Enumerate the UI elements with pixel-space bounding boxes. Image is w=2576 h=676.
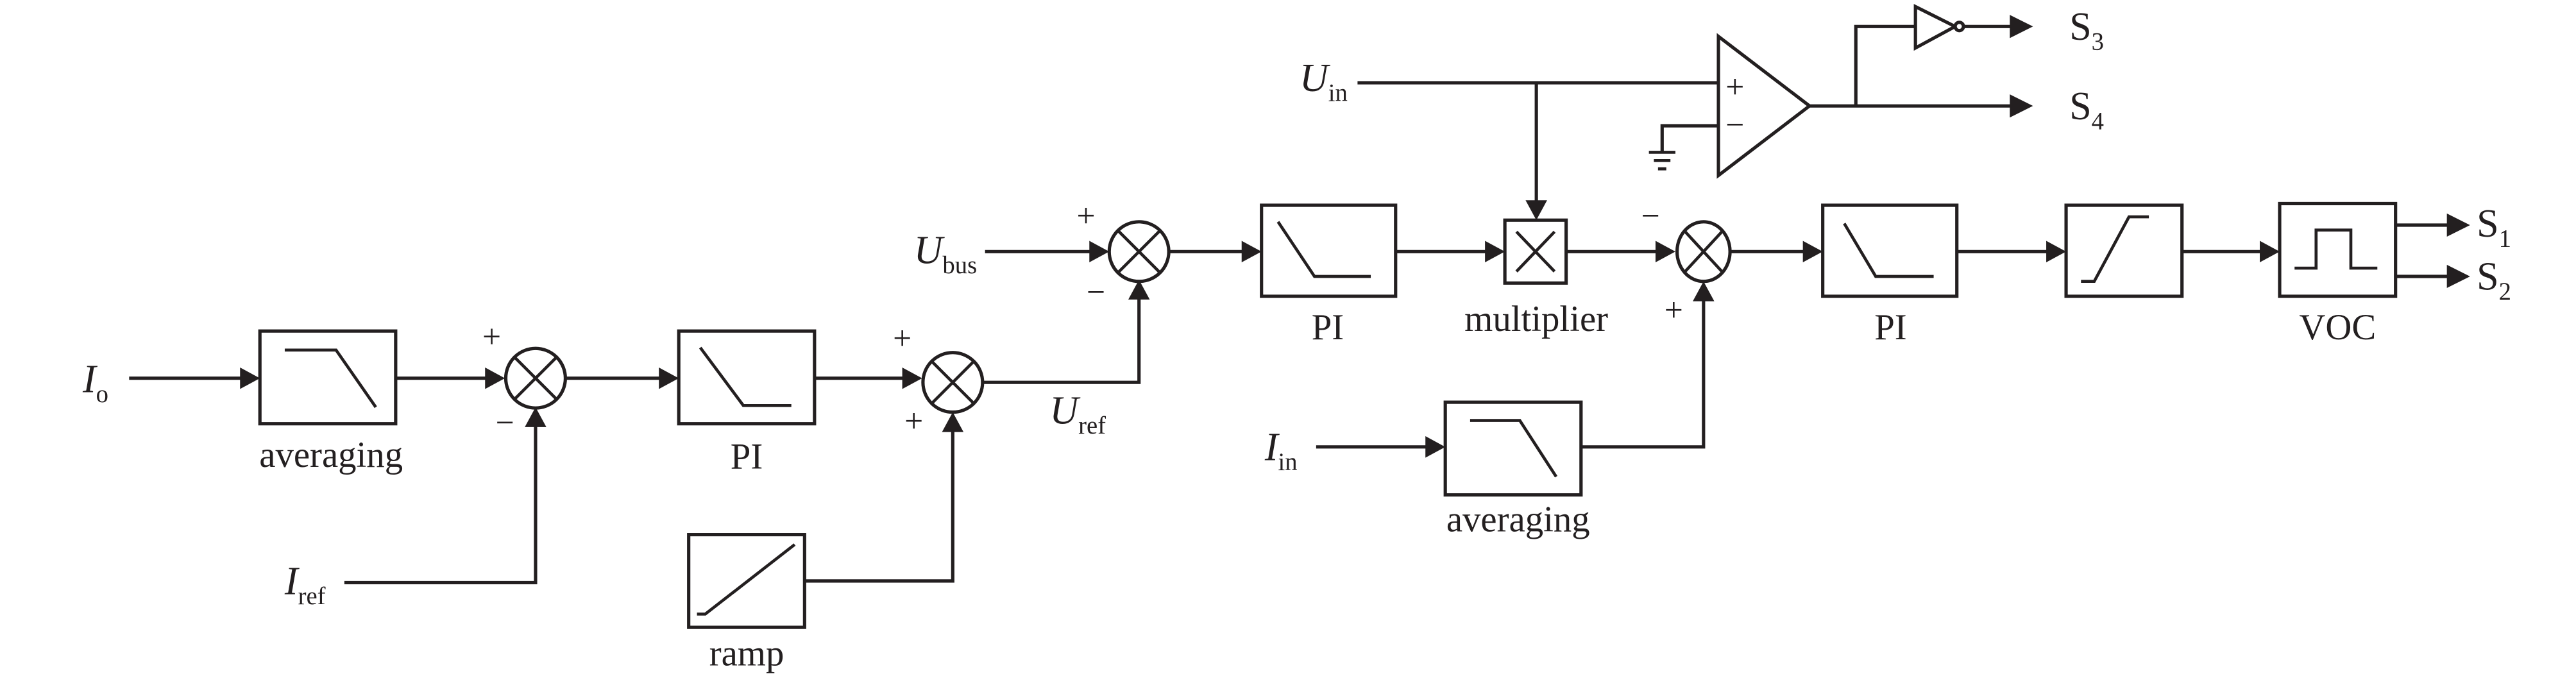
- input-label-iin: Iin: [1264, 425, 1298, 475]
- sign-sum4-top: −: [1641, 198, 1660, 235]
- pi-controller-icon: [1276, 221, 1371, 278]
- arrow-head: [1425, 436, 1446, 458]
- pi-label-1: PI: [731, 436, 763, 477]
- input-label-iref: Iref: [284, 560, 326, 610]
- wire-comp-to-not: [1854, 24, 1916, 106]
- cross-icon: [1682, 229, 1725, 275]
- sign-sum2-bottom: +: [904, 403, 923, 440]
- pi-controller-icon: [699, 346, 792, 407]
- averaging-block-2: [1443, 400, 1583, 497]
- input-label-io: Io: [82, 358, 108, 408]
- sign-sum3-top: +: [1077, 198, 1096, 235]
- arrow-head: [2446, 264, 2470, 289]
- cross-icon: [513, 355, 559, 401]
- lowpass-filter-icon: [1470, 419, 1558, 478]
- wire-ramp-to-sum2: [804, 415, 954, 583]
- multiplier-label: multiplier: [1464, 299, 1608, 339]
- input-label-uin: Uin: [1300, 56, 1348, 106]
- pi-block-1: [677, 329, 817, 426]
- arrow-head: [1485, 241, 1505, 263]
- sign-comp-plus: +: [1725, 69, 1744, 105]
- signal-label-uref: Uref: [1049, 389, 1106, 439]
- arrow-head: [525, 407, 547, 427]
- summing-junction-2: [921, 351, 985, 414]
- arrow-head: [2010, 94, 2033, 118]
- wire-averaging2-to-sum4: [1580, 284, 1706, 449]
- inverter-bubble-icon: [1953, 21, 1965, 33]
- output-label-s2: S2: [2477, 255, 2511, 305]
- arrow-head: [1655, 241, 1675, 263]
- pi-block-2: [1260, 203, 1398, 298]
- arrow-head: [1693, 281, 1715, 301]
- output-label-s3: S3: [2069, 5, 2104, 55]
- pi-controller-icon: [1843, 223, 1934, 278]
- saturation-icon: [2081, 215, 2149, 283]
- arrow-head: [240, 367, 260, 389]
- arrow-head: [1802, 241, 1823, 263]
- arrow-head: [659, 367, 679, 389]
- output-label-s1: S1: [2477, 202, 2511, 252]
- input-label-ubus: Ubus: [914, 228, 978, 278]
- ramp-label: ramp: [709, 633, 784, 673]
- pi-label-2: PI: [1312, 307, 1344, 348]
- arrow-head: [942, 412, 964, 432]
- multiply-icon: [1515, 230, 1556, 273]
- sign-comp-minus: −: [1725, 107, 1744, 144]
- sign-sum4-bottom: +: [1665, 292, 1683, 329]
- not-gate: [1913, 4, 1965, 51]
- pi-label-3: PI: [1874, 307, 1906, 348]
- sign-sum3-bottom: −: [1087, 274, 1105, 310]
- arrow-head: [2046, 241, 2067, 263]
- summing-junction-4: [1675, 220, 1732, 283]
- arrow-head: [1241, 241, 1262, 263]
- lowpass-filter-icon: [284, 348, 377, 409]
- multiplier-block: [1503, 218, 1568, 285]
- summing-junction-3: [1107, 220, 1171, 283]
- ramp-block: [687, 533, 806, 629]
- arrow-head: [902, 367, 922, 389]
- arrow-head: [485, 367, 505, 389]
- sign-sum2-top: +: [893, 321, 911, 357]
- ground-icon: [1648, 151, 1675, 171]
- wire-comp-minus-to-ground: [1660, 124, 1719, 153]
- cross-icon: [930, 359, 976, 405]
- sign-sum1-bottom: −: [496, 405, 514, 441]
- pi-block-3: [1821, 203, 1959, 298]
- averaging-label-2: averaging: [1446, 499, 1590, 539]
- cross-icon: [1116, 229, 1162, 275]
- averaging-block-1: [258, 329, 398, 426]
- limiter-block: [2064, 203, 2184, 298]
- voc-label: VOC: [2299, 307, 2376, 348]
- comparator: [1716, 33, 1813, 179]
- output-label-s4: S4: [2069, 85, 2104, 135]
- arrow-head: [1525, 200, 1547, 221]
- voc-block: [2278, 201, 2398, 298]
- wire-uref-to-sum3: [982, 283, 1141, 384]
- averaging-label-1: averaging: [259, 435, 403, 475]
- arrow-head: [1089, 241, 1110, 263]
- arrow-head: [2446, 213, 2470, 237]
- arrow-head: [2010, 15, 2033, 38]
- pulse-icon: [2294, 228, 2378, 270]
- arrow-head: [1128, 280, 1150, 300]
- ramp-icon: [697, 543, 796, 616]
- sign-sum1-top: +: [482, 319, 501, 355]
- summing-junction-1: [504, 346, 567, 410]
- wire-iref-to-sum1: [344, 410, 538, 585]
- arrow-head: [2260, 241, 2280, 263]
